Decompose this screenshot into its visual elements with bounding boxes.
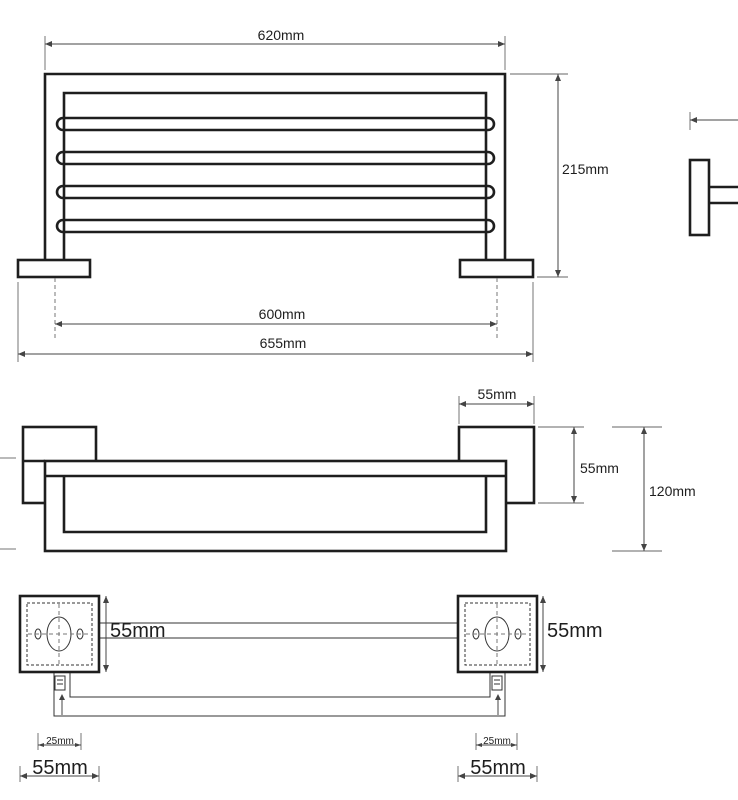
side-view: [688, 112, 738, 237]
mount-spacing-label: 600mm: [259, 306, 306, 322]
bottom-left-label: 55mm: [32, 757, 88, 779]
dim-mount-spacing: 600mm: [55, 306, 497, 327]
offset-left-label: 25mm: [46, 736, 74, 747]
dim-front-width: 620mm: [44, 27, 506, 70]
base-height-label: 55mm: [580, 460, 619, 476]
dim-offset-left: 25mm: [37, 733, 82, 750]
right-wall-plate: [456, 594, 539, 674]
dim-overall-width: 655mm: [17, 282, 534, 362]
top-view: [0, 425, 536, 553]
dim-overall-depth: 120mm: [612, 426, 696, 552]
front-height-label: 215mm: [562, 161, 609, 177]
overall-depth-label: 120mm: [649, 483, 696, 499]
plate-left-label: 55mm: [110, 620, 166, 642]
front-right-base: [458, 258, 535, 279]
front-inner-frame: [62, 91, 488, 260]
dim-bottom-right: 55mm: [457, 757, 538, 782]
offset-right-label: 25mm: [483, 736, 511, 747]
front-width-label: 620mm: [258, 27, 305, 43]
dim-offset-right: 25mm: [475, 733, 518, 750]
dim-plate-right: 55mm: [540, 596, 603, 672]
front-outer-frame: [43, 72, 507, 260]
dim-bottom-left: 55mm: [19, 757, 100, 782]
front-view: [16, 72, 535, 340]
right-grub-screw: [491, 675, 503, 691]
top-shelf-inner: [62, 476, 488, 534]
rail-2: [55, 150, 496, 166]
base-width-label: 55mm: [478, 386, 517, 402]
top-shelf-outer: [43, 459, 508, 553]
left-grub-screw: [54, 675, 66, 691]
rail-3: [55, 184, 496, 200]
dim-base-height: 55mm: [538, 426, 619, 504]
rail-4: [55, 218, 496, 234]
dim-plate-left: 55mm: [103, 596, 166, 672]
dim-base-width: 55mm: [458, 386, 535, 424]
plate-right-label: 55mm: [547, 620, 603, 642]
overall-width-label: 655mm: [260, 335, 307, 351]
bottom-right-label: 55mm: [470, 757, 526, 779]
bottom-view: [18, 594, 539, 717]
dim-front-height: 215mm: [510, 73, 609, 278]
front-left-base: [16, 258, 92, 279]
side-view-base: [688, 158, 711, 237]
rail-1: [55, 116, 496, 132]
left-wall-plate: [18, 594, 101, 674]
